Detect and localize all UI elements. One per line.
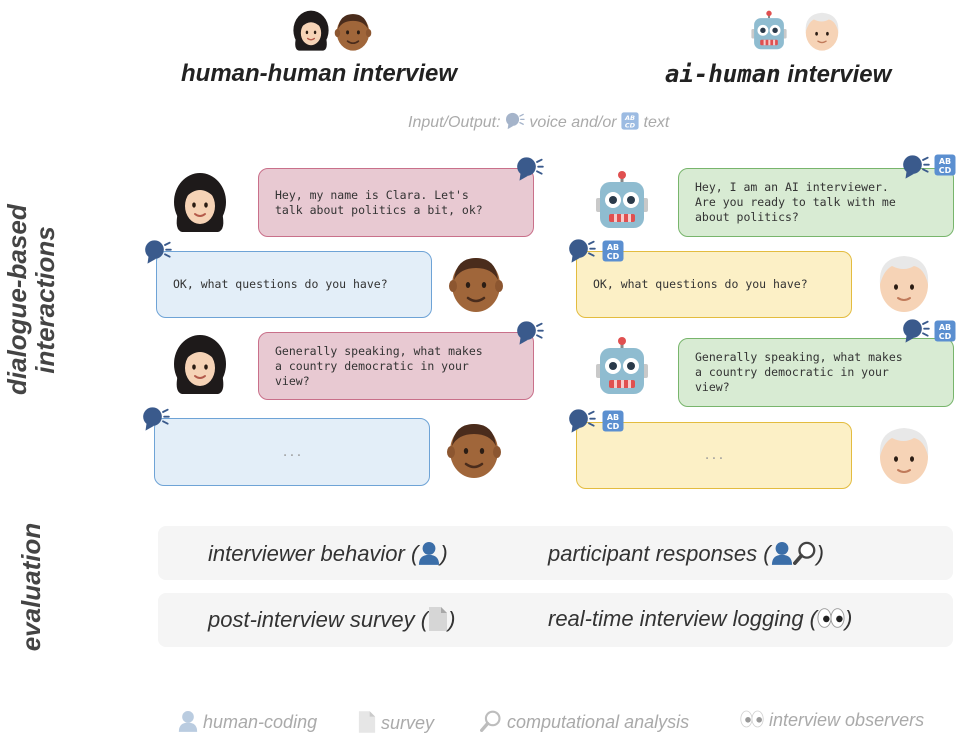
eval-realtime-logging-text: real-time interview logging ( — [548, 606, 817, 631]
speaking-head-icon — [568, 408, 596, 434]
speaking-head-icon — [142, 406, 170, 432]
bust-silhouette-icon — [178, 710, 198, 732]
ah-message-4-text: ... — [703, 448, 725, 462]
ah-message-3: Generally speaking, what makes a country… — [678, 338, 954, 407]
ah-message-4: ... — [576, 422, 852, 489]
legend-survey: survey — [358, 710, 434, 734]
eval-participant-responses-text: participant responses ( — [548, 541, 771, 566]
man-avatar-icon — [448, 252, 504, 314]
io-text-label: text — [643, 114, 670, 131]
hh-message-3: Generally speaking, what makes a country… — [258, 332, 534, 400]
eval-realtime-logging: real-time interview logging () — [548, 606, 852, 632]
legend-human-coding: human-coding — [178, 710, 317, 733]
legend-computational-analysis-text: computational analysis — [507, 712, 690, 732]
legend-interview-observers: interview observers — [740, 710, 924, 731]
ah-message-3-text: Generally speaking, what makes a country… — [695, 350, 903, 394]
abcd-text-icon — [934, 154, 956, 176]
eval-close-paren: ) — [845, 606, 853, 631]
abcd-text-icon — [602, 410, 624, 432]
dialogue-side-label: dialogue-based interactions — [2, 204, 63, 395]
evaluation-side-label: evaluation — [16, 512, 47, 662]
hh-message-1: Hey, my name is Clara. Let's talk about … — [258, 168, 534, 237]
bust-silhouette-icon — [418, 541, 440, 565]
ah-message-2: OK, what questions do you have? — [576, 251, 852, 318]
eval-interviewer-behavior: interviewer behavior () — [208, 541, 448, 567]
eval-close-paren: ) — [440, 541, 448, 566]
eyes-icon — [740, 710, 764, 728]
ai-human-title-rest: interview — [780, 61, 892, 88]
eval-post-interview-survey: post-interview survey () — [208, 606, 455, 633]
elder-avatar-icon — [876, 424, 932, 486]
man-avatar-icon — [334, 10, 372, 52]
eval-interviewer-behavior-text: interviewer behavior ( — [208, 541, 419, 566]
speaking-head-icon — [516, 156, 544, 182]
ah-message-2-text: OK, what questions do you have? — [593, 277, 808, 291]
speaking-head-icon — [902, 318, 930, 344]
hh-message-4-text: ... — [281, 444, 303, 459]
io-voice-label: voice and/or — [529, 114, 617, 131]
legend-computational-analysis: computational analysis — [480, 710, 689, 733]
abcd-text-icon — [934, 320, 956, 342]
page-icon — [428, 606, 448, 632]
legend-survey-text: survey — [381, 713, 435, 733]
hh-message-4: ... — [154, 418, 430, 486]
evaluation-panel-1 — [158, 526, 953, 580]
ai-human-title: ai-human interview — [665, 60, 891, 89]
woman-avatar-icon — [292, 10, 330, 52]
eval-close-paren: ) — [448, 607, 456, 632]
eval-participant-responses: participant responses () — [548, 541, 824, 567]
man-avatar-icon — [446, 418, 502, 480]
eyes-icon — [817, 607, 845, 629]
speaking-head-icon — [902, 154, 930, 180]
legend-interview-observers-text: interview observers — [769, 710, 925, 730]
hh-message-3-text: Generally speaking, what makes a country… — [275, 343, 483, 388]
dialogue-side-label-line1: dialogue-based — [2, 204, 32, 395]
abcd-text-icon — [621, 112, 639, 130]
woman-avatar-icon — [172, 334, 228, 396]
eval-post-interview-survey-text: post-interview survey ( — [208, 607, 429, 632]
hh-message-2: OK, what questions do you have? — [156, 251, 432, 318]
magnifier-icon — [793, 541, 817, 565]
ai-human-title-mono: ai-human — [665, 60, 781, 88]
legend-human-coding-text: human-coding — [203, 712, 318, 732]
speaking-head-icon — [505, 112, 525, 130]
io-prefix: Input/Output: — [408, 114, 501, 131]
human-human-title: human-human interview — [181, 60, 458, 87]
dialogue-side-label-line2: interactions — [30, 226, 60, 374]
speaking-head-icon — [568, 238, 596, 264]
hh-message-1-text: Hey, my name is Clara. Let's talk about … — [275, 187, 483, 217]
speaking-head-icon — [516, 320, 544, 346]
hh-message-2-text: OK, what questions do you have? — [173, 277, 388, 291]
bust-silhouette-icon — [771, 541, 793, 565]
speaking-head-icon — [144, 239, 172, 265]
evaluation-side-label-text: evaluation — [16, 522, 46, 652]
eval-close-paren: ) — [816, 541, 824, 566]
magnifier-icon — [480, 710, 502, 732]
abcd-text-icon — [602, 240, 624, 262]
woman-avatar-icon — [172, 172, 228, 234]
elder-avatar-icon — [876, 252, 932, 314]
elder-avatar-icon — [803, 10, 841, 52]
ah-message-1: Hey, I am an AI interviewer. Are you rea… — [678, 168, 954, 237]
page-icon — [358, 710, 376, 734]
robot-icon — [750, 10, 788, 52]
robot-icon — [594, 170, 650, 232]
io-legend: Input/Output: voice and/or text — [408, 112, 669, 132]
robot-icon — [594, 336, 650, 398]
ah-message-1-text: Hey, I am an AI interviewer. Are you rea… — [695, 180, 896, 224]
